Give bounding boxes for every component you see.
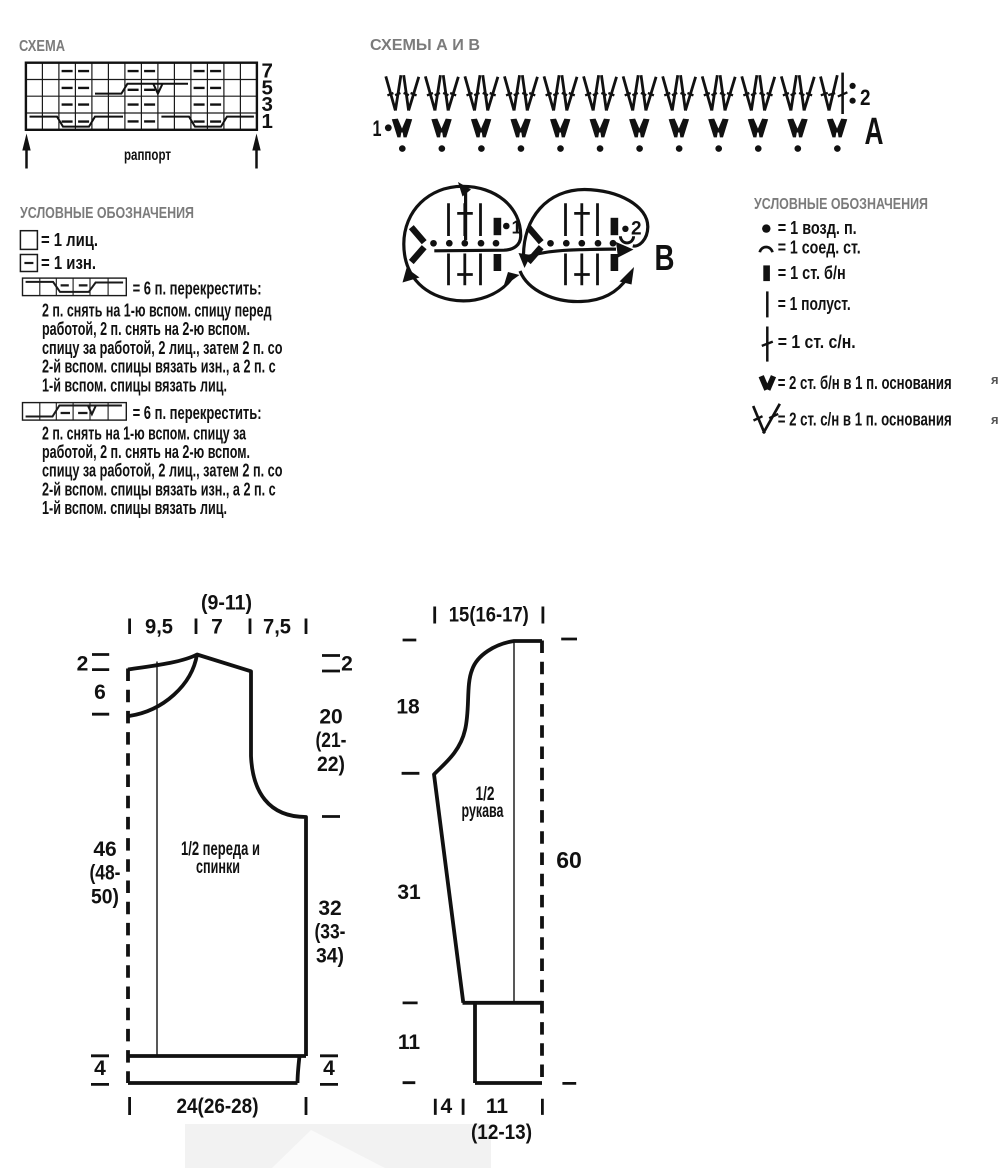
svg-text:4: 4 bbox=[323, 1057, 335, 1080]
svg-text:3: 3 bbox=[262, 93, 273, 116]
svg-text:спицу за работой, 2 лиц., зате: спицу за работой, 2 лиц., затем 2 п. со bbox=[42, 460, 283, 481]
svg-text:11: 11 bbox=[486, 1095, 509, 1118]
svg-text:4: 4 bbox=[440, 1095, 452, 1118]
svg-text:24(26-28): 24(26-28) bbox=[177, 1095, 259, 1118]
svg-text:22): 22) bbox=[317, 753, 345, 776]
svg-text:15(16-17): 15(16-17) bbox=[449, 604, 529, 627]
svg-text:= 1 лиц.: = 1 лиц. bbox=[41, 229, 98, 250]
svg-text:2: 2 bbox=[341, 653, 353, 676]
svg-text:= 2 ст. б/н в 1 п. основания: = 2 ст. б/н в 1 п. основания bbox=[778, 372, 952, 393]
svg-text:СХЕМА: СХЕМА bbox=[19, 38, 65, 55]
svg-text:2 п. снять на 1-ю вспом. спицу: 2 п. снять на 1-ю вспом. спицу за bbox=[42, 422, 246, 443]
svg-text:(9-11): (9-11) bbox=[201, 592, 252, 615]
svg-text:2-й вспом. спицы вязать изн.,: 2-й вспом. спицы вязать изн., а 2 п. с bbox=[42, 478, 276, 499]
svg-text:32: 32 bbox=[318, 897, 341, 920]
svg-text:2: 2 bbox=[631, 219, 642, 240]
svg-text:спинки: спинки bbox=[196, 857, 240, 878]
svg-text:2 п. снять на 1-ю вспом. спицу: 2 п. снять на 1-ю вспом. спицу перед bbox=[42, 300, 272, 321]
svg-text:2-й вспом. спицы вязать изн.,: 2-й вспом. спицы вязать изн., а 2 п. с bbox=[42, 356, 276, 377]
svg-text:= 2 ст. с/н в 1 п. основания: = 2 ст. с/н в 1 п. основания bbox=[778, 409, 952, 430]
svg-text:= 1 полуст.: = 1 полуст. bbox=[778, 293, 851, 314]
svg-text:= 1 ст. б/н: = 1 ст. б/н bbox=[778, 262, 846, 283]
svg-text:6: 6 bbox=[94, 681, 106, 704]
svg-text:1: 1 bbox=[373, 116, 382, 141]
svg-text:УСЛОВНЫЕ ОБОЗНАЧЕНИЯ: УСЛОВНЫЕ ОБОЗНАЧЕНИЯ bbox=[754, 196, 928, 213]
svg-text:работой, 2 п. снять на 2-ю всп: работой, 2 п. снять на 2-ю вспом. bbox=[42, 318, 250, 339]
svg-text:7: 7 bbox=[262, 60, 273, 83]
svg-text:50): 50) bbox=[91, 885, 119, 908]
svg-text:1-й вспом. спицы вязать лиц.: 1-й вспом. спицы вязать лиц. bbox=[42, 497, 227, 518]
svg-text:1: 1 bbox=[512, 217, 522, 238]
svg-text:1: 1 bbox=[262, 110, 273, 133]
svg-text:7,5: 7,5 bbox=[263, 616, 291, 639]
svg-text:рукава: рукава bbox=[462, 801, 504, 822]
svg-text:60: 60 bbox=[556, 847, 582, 873]
svg-text:(12-13): (12-13) bbox=[471, 1121, 532, 1144]
svg-text:34): 34) bbox=[316, 944, 344, 967]
svg-text:(33-: (33- bbox=[315, 921, 346, 944]
svg-text:9,5: 9,5 bbox=[145, 616, 173, 639]
svg-text:я: я bbox=[991, 412, 999, 427]
svg-text:работой, 2 п. снять на 2-ю всп: работой, 2 п. снять на 2-ю вспом. bbox=[42, 441, 250, 462]
svg-text:4: 4 bbox=[94, 1057, 106, 1080]
svg-text:= 6 п. перекрестить:: = 6 п. перекрестить: bbox=[133, 278, 262, 299]
svg-text:5: 5 bbox=[262, 77, 273, 100]
svg-text:20: 20 bbox=[319, 706, 342, 729]
svg-text:я: я bbox=[991, 372, 999, 387]
svg-text:раппорт: раппорт bbox=[124, 147, 171, 164]
svg-text:УСЛОВНЫЕ ОБОЗНАЧЕНИЯ: УСЛОВНЫЕ ОБОЗНАЧЕНИЯ bbox=[20, 205, 194, 222]
svg-text:(48-: (48- bbox=[90, 862, 121, 885]
svg-text:11: 11 bbox=[398, 1031, 421, 1054]
svg-text:2: 2 bbox=[860, 85, 871, 110]
svg-text:= 1 возд. п.: = 1 возд. п. bbox=[778, 217, 857, 238]
svg-text:2: 2 bbox=[77, 653, 89, 676]
svg-text:7: 7 bbox=[211, 616, 223, 639]
svg-text:= 1 изн.: = 1 изн. bbox=[41, 252, 96, 273]
svg-text:46: 46 bbox=[93, 838, 116, 861]
svg-text:= 1 соед. ст.: = 1 соед. ст. bbox=[778, 236, 861, 257]
svg-text:= 1 ст. с/н.: = 1 ст. с/н. bbox=[778, 331, 856, 352]
svg-text:1/2 переда и: 1/2 переда и bbox=[181, 839, 260, 860]
svg-text:18: 18 bbox=[396, 696, 420, 719]
svg-text:1-й вспом. спицы вязать лиц.: 1-й вспом. спицы вязать лиц. bbox=[42, 374, 227, 395]
svg-text:СХЕМЫ А И В: СХЕМЫ А И В bbox=[370, 37, 480, 54]
svg-text:1/2: 1/2 bbox=[476, 784, 495, 805]
svg-text:спицу за работой, 2 лиц., зате: спицу за работой, 2 лиц., затем 2 п. со bbox=[42, 337, 283, 358]
svg-text:(21-: (21- bbox=[316, 729, 347, 752]
svg-text:A: A bbox=[865, 111, 884, 153]
svg-text:31: 31 bbox=[397, 881, 421, 904]
svg-text:B: B bbox=[655, 237, 675, 278]
svg-text:= 6 п. перекрестить:: = 6 п. перекрестить: bbox=[133, 402, 262, 423]
